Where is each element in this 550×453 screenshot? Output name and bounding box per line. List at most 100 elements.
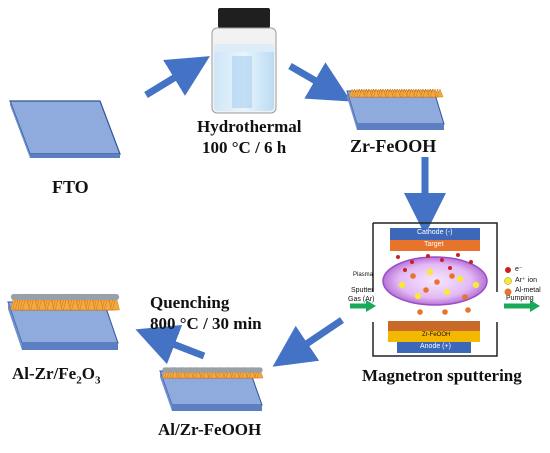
nanorod <box>46 295 55 311</box>
al-cap <box>203 367 209 373</box>
nanorod <box>187 368 194 379</box>
electron-dot <box>440 258 444 262</box>
hydrothermal-vial <box>211 8 277 114</box>
nanorod <box>30 295 38 311</box>
arrow-sputtering-to-alzrfeooh <box>272 317 344 367</box>
al-cap <box>234 367 240 373</box>
nanorod <box>79 295 88 311</box>
anode-label: Anode (+) <box>420 343 451 350</box>
al-zr-fe2o3-substrate <box>7 301 119 350</box>
arrow-to-al-zr-fe2o3 <box>135 325 206 365</box>
nanorod <box>171 368 179 379</box>
al-metal-dot <box>423 287 429 293</box>
nanorod <box>225 368 233 379</box>
ar-ion-dot <box>414 292 422 300</box>
nanorod <box>256 368 264 379</box>
nanorod <box>194 368 202 379</box>
sputter-gas-label-1: Sputter <box>351 287 374 294</box>
al-zr-fe2o3-label: Al-Zr/Fe2O3 <box>12 364 100 386</box>
al-cap <box>187 367 194 373</box>
nanorod <box>179 368 187 379</box>
nanorod <box>63 295 71 311</box>
al-cap <box>241 367 248 373</box>
nanorod <box>71 295 79 311</box>
al-metal-dot <box>465 307 471 313</box>
al-metal-dot <box>442 309 448 315</box>
al-cap <box>88 293 95 301</box>
electron-dot <box>426 254 430 258</box>
formula-main: Al-Zr/Fe <box>12 364 77 383</box>
legend-electron: e⁻ <box>515 266 523 273</box>
fto-substrate <box>9 100 121 158</box>
nanorod <box>436 88 444 98</box>
legend-ar-ion: Ar⁺ ion <box>515 277 537 284</box>
al-zr-feooh-substrate <box>159 370 263 411</box>
nanorod <box>112 295 120 311</box>
al-cap <box>226 367 232 373</box>
fto-label: FTO <box>52 177 89 197</box>
substrate-label: Zr-FeOOH <box>422 332 451 338</box>
al-cap <box>104 293 111 301</box>
cathode-label: Cathode (-) <box>417 229 453 236</box>
al-metal-dot <box>417 309 423 315</box>
al-cap <box>80 293 87 301</box>
nanorod <box>210 368 217 379</box>
nanorod <box>358 88 366 98</box>
target-label: Target <box>424 241 444 248</box>
nanorod <box>233 368 241 379</box>
nanorod <box>372 88 380 98</box>
sputter-gas-label-2: Gas (Ar) <box>348 296 375 303</box>
al-metal-dot <box>449 273 455 279</box>
nanorod <box>38 295 47 311</box>
nanorod <box>95 295 104 311</box>
al-cap <box>22 293 30 301</box>
chamber-legend <box>504 267 512 296</box>
al-cap <box>55 293 62 301</box>
ar-ion-dot <box>426 268 434 276</box>
electron-dot <box>396 255 400 259</box>
al-cap <box>249 367 255 373</box>
nanorod <box>104 295 112 311</box>
al-cap <box>39 293 46 301</box>
nanorod <box>408 88 415 98</box>
electron-dot <box>456 253 460 257</box>
nanorod-arrays <box>10 88 444 379</box>
magnetron-sputtering-label: Magnetron sputtering <box>362 366 522 385</box>
ar-ion-dot <box>398 281 406 289</box>
nanorod <box>379 88 387 98</box>
al-cap <box>63 293 71 301</box>
ar-ion-dot <box>443 288 451 296</box>
al-zr-feooh-label: Al/Zr-FeOOH <box>158 420 262 439</box>
nanorod <box>54 295 63 311</box>
nanorod <box>401 88 408 98</box>
ar-ion-dot <box>456 275 464 283</box>
zr-feooh-label: Zr-FeOOH <box>350 136 437 156</box>
formula-sub-2: 2 <box>76 374 82 387</box>
pumping-label: Pumping <box>506 295 534 302</box>
al-cap <box>47 293 54 301</box>
al-cap <box>96 293 103 301</box>
al-cap <box>172 367 178 373</box>
al-cap <box>210 367 217 373</box>
al-cap <box>71 293 79 301</box>
al-metal-dot <box>462 294 468 300</box>
nanorod <box>394 88 401 98</box>
hydrothermal-conditions: 100 °C / 6 h <box>202 138 287 157</box>
quenching-label: Quenching <box>150 293 230 312</box>
al-cap <box>195 367 201 373</box>
electron-dot <box>448 266 452 270</box>
legend-al-metal: Al-metal <box>515 287 541 294</box>
nanorod <box>87 295 96 311</box>
electron-dot <box>469 260 473 264</box>
electron-dot <box>410 260 414 264</box>
electron-dot <box>403 268 407 272</box>
al-cap <box>218 367 225 373</box>
nanorod <box>387 88 394 98</box>
arrow-hydrothermal-to-zrfeooh <box>288 62 352 102</box>
arrow-fto-to-hydrothermal <box>144 56 210 98</box>
al-cap <box>257 367 263 373</box>
formula-sub-3: 3 <box>94 374 101 387</box>
formula-o: O <box>81 364 95 383</box>
